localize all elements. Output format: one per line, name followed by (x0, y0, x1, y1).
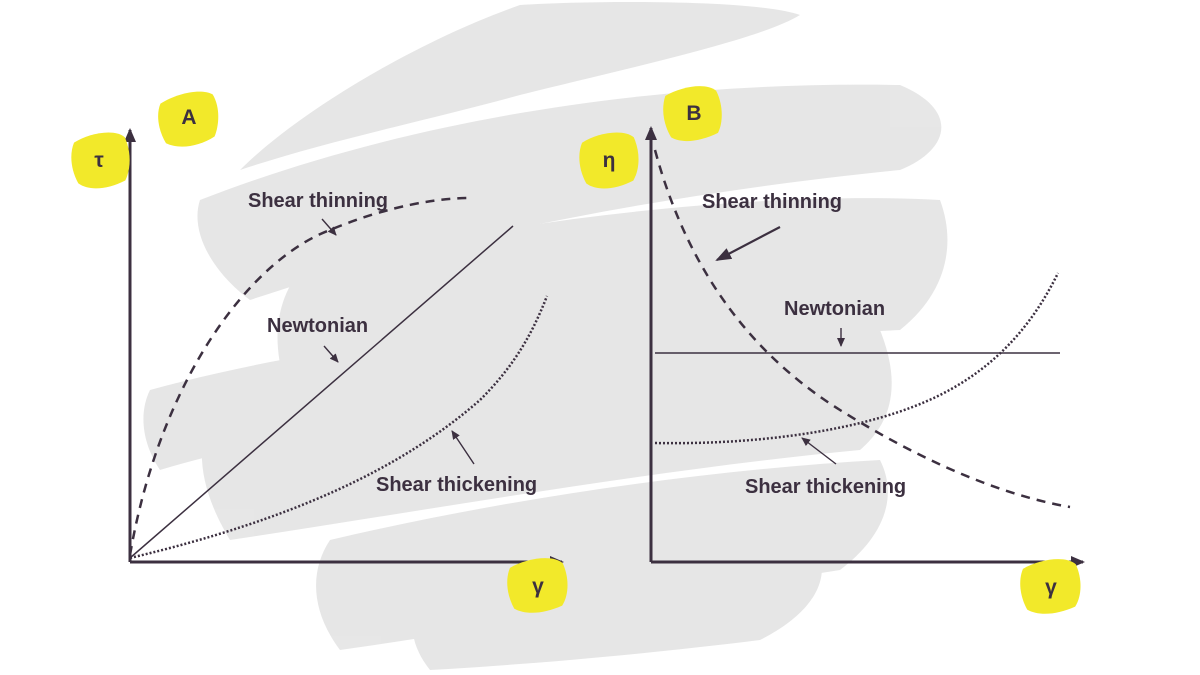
curve-shear-thinning-a (128, 196, 471, 556)
panel-a: Shear thinning Newtonian Shear thickenin… (71, 91, 568, 613)
label-shear-thickening-b: Shear thickening (745, 476, 906, 498)
arrow-icon (323, 345, 339, 363)
y-axis-symbol-b: η (603, 149, 616, 172)
x-axis-symbol-b: γ (1045, 576, 1057, 599)
y-axis-symbol-a: τ (94, 149, 104, 172)
x-axis-label-b: γ (1020, 559, 1081, 614)
arrow-icon (801, 437, 837, 465)
arrow-icon (321, 218, 337, 236)
brush-background (143, 2, 948, 670)
badge-a-text: A (181, 106, 196, 129)
curve-shear-thinning-b (653, 149, 1071, 509)
y-axis-label-b: η (579, 132, 639, 189)
x-axis-symbol-a: γ (532, 575, 544, 598)
label-shear-thickening-a: Shear thickening (376, 474, 537, 496)
label-shear-thinning-a: Shear thinning (248, 190, 388, 212)
arrow-icon (451, 430, 475, 465)
label-newtonian-a: Newtonian (267, 315, 368, 337)
badge-b: B (663, 86, 722, 142)
y-axis-label-a: τ (71, 132, 130, 189)
badge-b-text: B (686, 102, 701, 125)
label-newtonian-b: Newtonian (784, 298, 885, 320)
arrow-icon (715, 226, 781, 261)
badge-a: A (158, 91, 219, 147)
label-shear-thinning-b: Shear thinning (702, 191, 842, 213)
panel-b: Shear thinning Newtonian Shear thickenin… (579, 86, 1085, 614)
curve-newtonian-a (129, 225, 514, 559)
x-axis-label-a: γ (507, 558, 568, 613)
